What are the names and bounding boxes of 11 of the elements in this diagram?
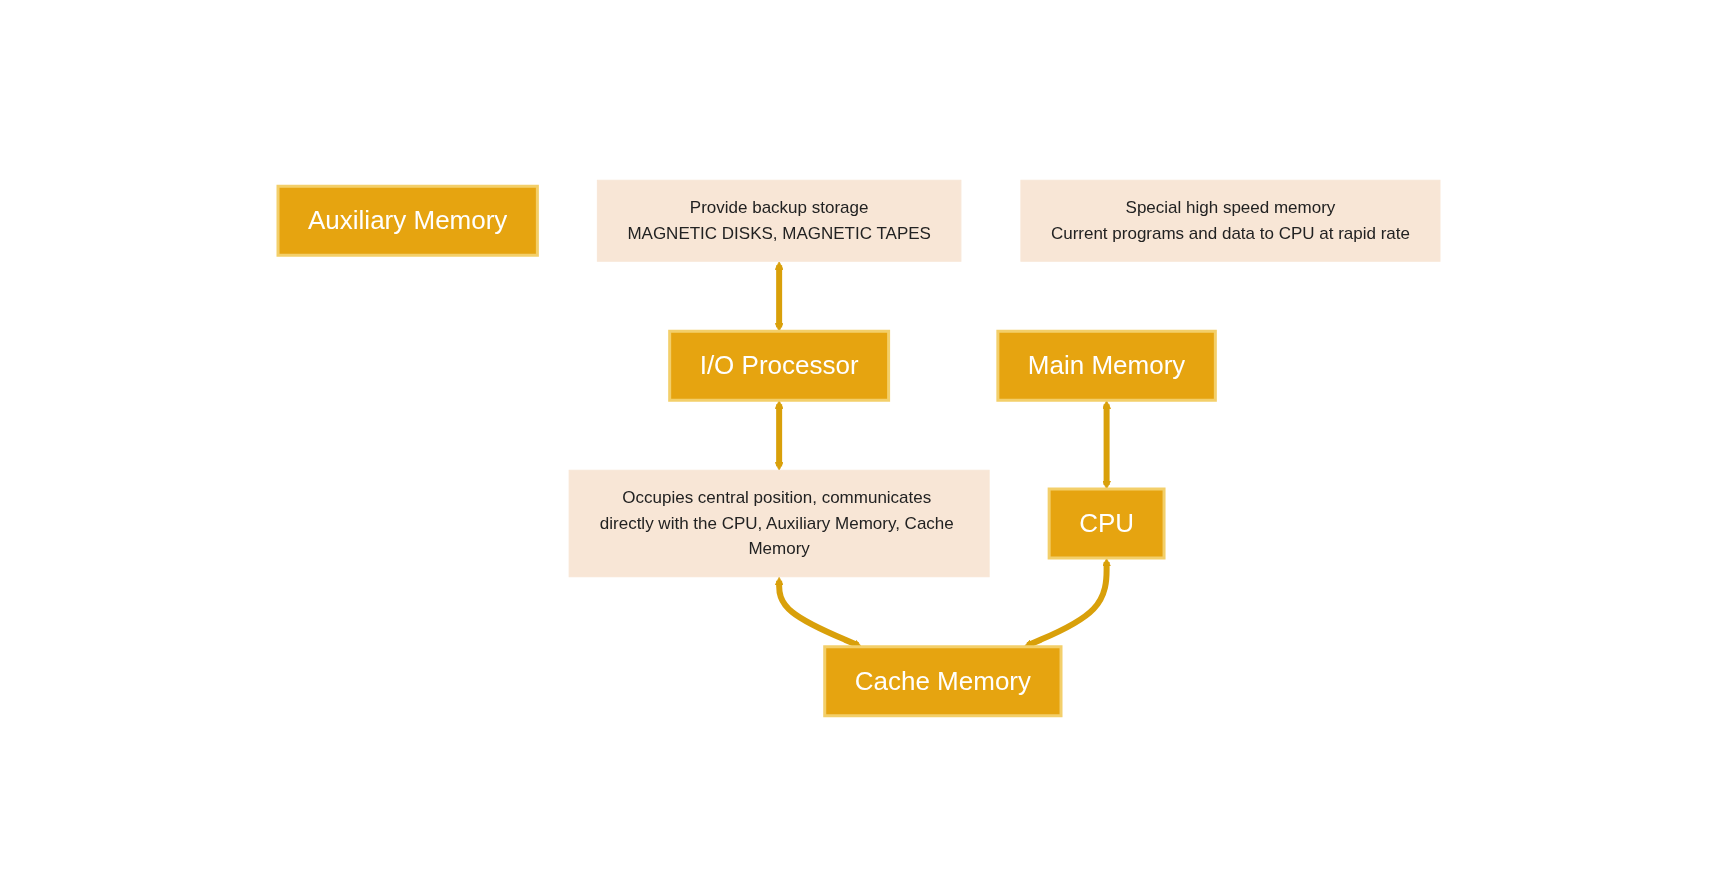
node-box: Occupies central position, communicates directly with the CPU, Auxiliary Memory, Cache Memory — [568, 469, 990, 578]
arrow — [1102, 400, 1111, 490]
arrow — [774, 261, 784, 332]
node-box: Provide backup storage MAGNETIC DISKS, MAGNETIC TAPES — [596, 179, 962, 262]
node-box: CPU — [1047, 487, 1166, 560]
node-box: Main Memory — [996, 329, 1217, 402]
node-box: I/O Processor — [668, 329, 891, 402]
node-box: Special high speed memory Current programs and data to CPU at rapid rate — [1020, 179, 1441, 262]
arrow — [774, 400, 784, 471]
node-box: Auxiliary Memory — [276, 184, 539, 257]
node-box: Cache Memory — [823, 645, 1063, 718]
